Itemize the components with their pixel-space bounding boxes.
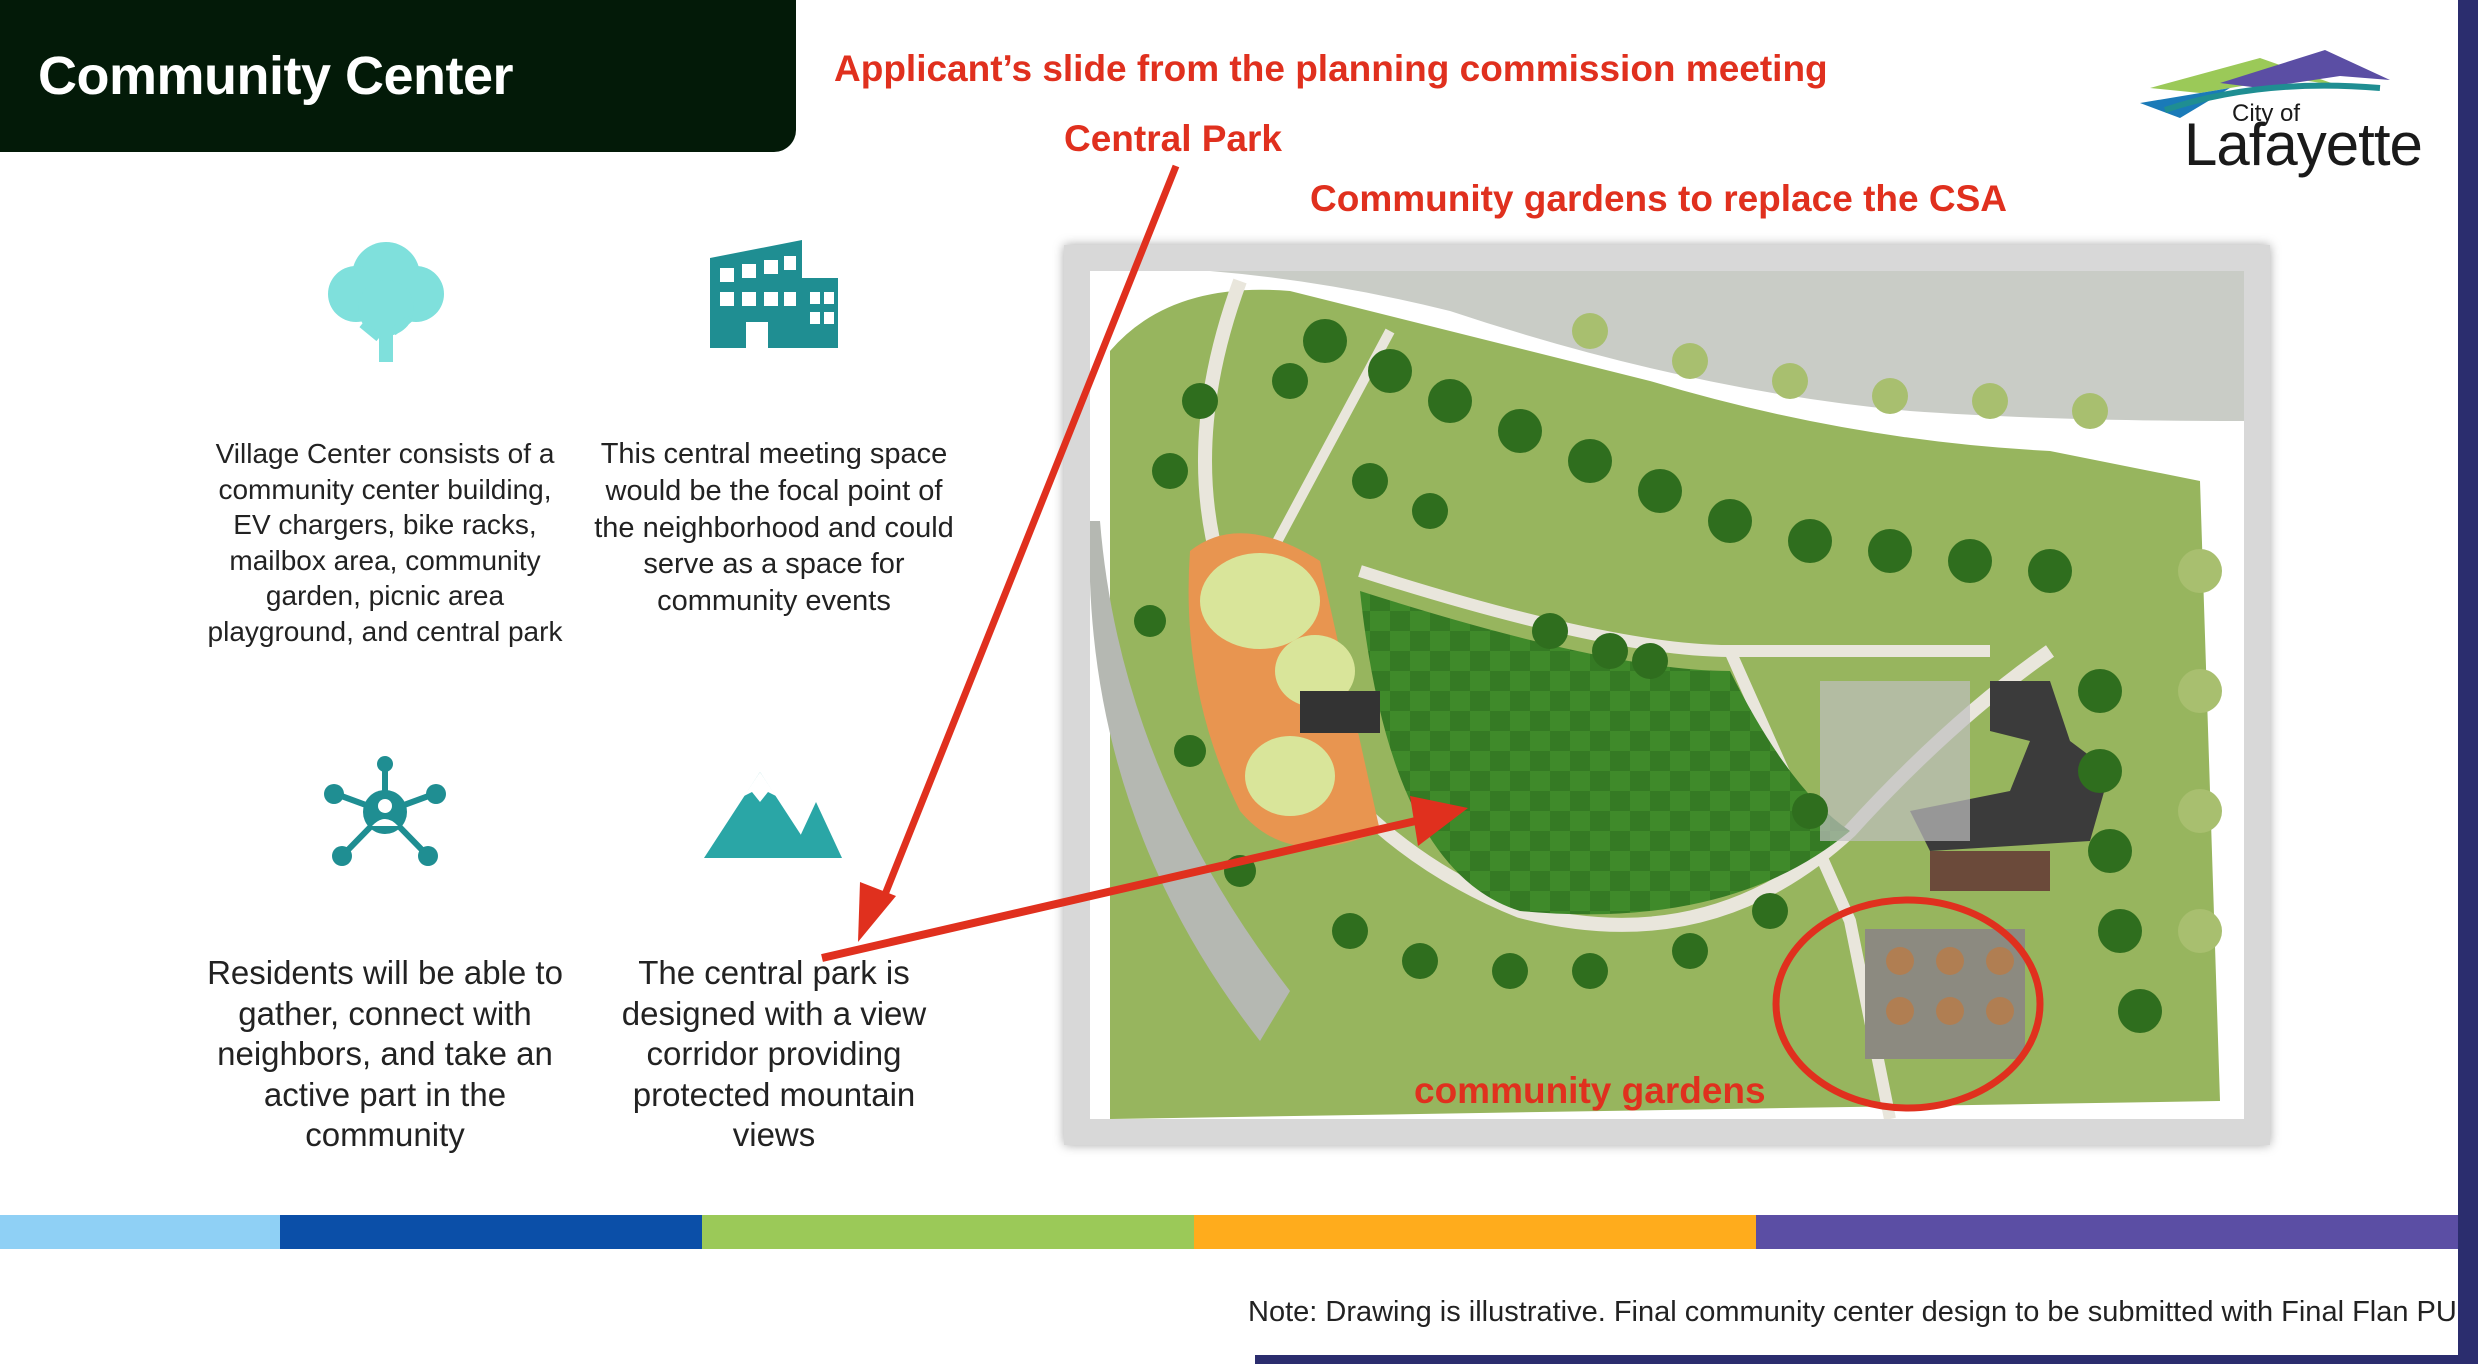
stripe-dark-blue xyxy=(280,1215,702,1249)
mountain-icon xyxy=(704,772,842,858)
stripe-green xyxy=(702,1215,1194,1249)
feature-text-village-center: Village Center consists of a community c… xyxy=(207,438,563,647)
site-plan-drawing xyxy=(1090,271,2244,1119)
stripe-orange xyxy=(1194,1215,1756,1249)
annotation-central-park: Central Park xyxy=(1064,118,1282,159)
tree-icon xyxy=(328,242,444,362)
stripe-purple xyxy=(1756,1215,2458,1249)
building-icon xyxy=(710,240,838,348)
annotation-slide-source: Applicant’s slide from the planning comm… xyxy=(834,48,1828,89)
network-people-icon xyxy=(324,756,446,866)
feature-text-residents: Residents will be able to gather, connec… xyxy=(207,954,563,1154)
window-edge-right xyxy=(2458,0,2478,1364)
site-plan-frame xyxy=(1064,245,2270,1145)
feature-text-central-park: The central park is designed with a view… xyxy=(621,954,927,1154)
stripe-light-blue xyxy=(0,1215,280,1249)
title-bar: Community Center xyxy=(0,0,796,152)
window-edge-bottom xyxy=(1255,1355,2478,1364)
annotation-gardens-replace: Community gardens to replace the CSA xyxy=(1310,178,2007,219)
feature-text-meeting-space: This central meeting space would be the … xyxy=(594,438,954,618)
site-plan-illustration xyxy=(1090,271,2244,1119)
logo-small-text: City of xyxy=(2232,100,2301,127)
logo-swoosh-icon xyxy=(2140,50,2390,118)
page-title: Community Center xyxy=(38,46,514,106)
logo-big-text: Lafayette xyxy=(2184,111,2423,178)
footer-note: Note: Drawing is illustrative. Final com… xyxy=(1248,1296,2457,1328)
annotation-community-gardens: community gardens xyxy=(1414,1070,1766,1111)
